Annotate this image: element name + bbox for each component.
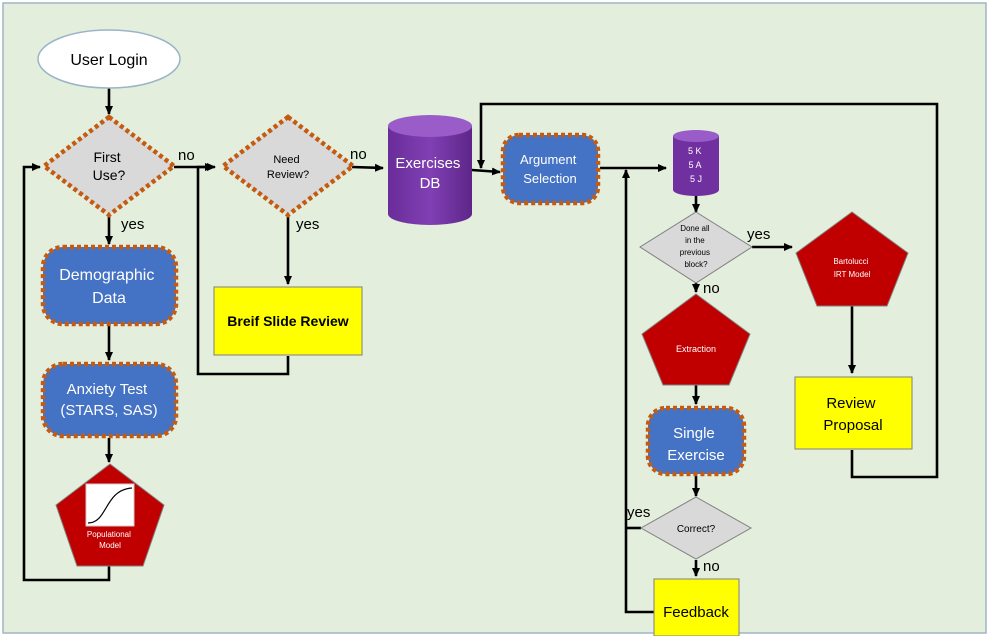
- feedback-label: Feedback: [663, 604, 729, 621]
- single-exercise-label: Single Exercise: [667, 425, 725, 464]
- label-first-use-yes: yes: [121, 216, 144, 233]
- node-single-exercise[interactable]: Single Exercise: [645, 405, 747, 477]
- label-done-all-no: no: [703, 280, 720, 297]
- node-skills-db[interactable]: 5 K 5 A 5 J: [673, 130, 719, 196]
- edge-brief-loop: [196, 163, 290, 376]
- edge-need-review-no: [351, 163, 384, 172]
- node-user-login[interactable]: User Login: [37, 29, 181, 89]
- node-done-all[interactable]: Done all in the previous block?: [639, 211, 753, 284]
- node-feedback[interactable]: Feedback: [653, 578, 740, 637]
- correct-label: Correct?: [677, 524, 716, 535]
- node-populational-model[interactable]: Populational Model: [55, 463, 165, 567]
- node-anxiety-test[interactable]: Anxiety Test (STARS, SAS): [40, 361, 179, 439]
- label-first-use-no: no: [178, 147, 195, 164]
- bartolucci-irt-label: Bartolucci IRT Model: [833, 257, 870, 279]
- edge-feedback-loop: [622, 169, 654, 614]
- need-review-label: Need Review?: [267, 154, 309, 181]
- populational-model-label: Populational Model: [87, 530, 133, 550]
- label-correct-no: no: [703, 558, 720, 575]
- first-use-label: First Use?: [93, 149, 126, 183]
- node-argument-selection[interactable]: Argument Selection: [500, 132, 601, 206]
- label-need-review-no: no: [350, 146, 367, 163]
- ogive-chart-icon: [85, 483, 135, 527]
- node-extraction[interactable]: Extraction: [641, 293, 751, 386]
- edge-model-loop: [22, 163, 111, 582]
- anxiety-test-label: Anxiety Test (STARS, SAS): [60, 381, 157, 419]
- node-first-use[interactable]: First Use?: [40, 114, 178, 218]
- node-need-review[interactable]: Need Review?: [219, 114, 357, 218]
- done-all-label: Done all in the previous block?: [680, 224, 712, 269]
- edge-proposal-loop: [477, 102, 939, 479]
- node-demographic-data[interactable]: Demographic Data: [40, 244, 179, 327]
- node-correct[interactable]: Correct?: [639, 496, 753, 560]
- edges: [22, 88, 939, 614]
- user-login-label: User Login: [70, 52, 147, 69]
- node-exercises-db[interactable]: Exercises DB: [388, 115, 472, 225]
- label-correct-yes: yes: [627, 504, 650, 521]
- extraction-label: Extraction: [676, 344, 716, 354]
- skills-db-label: 5 K 5 A 5 J: [688, 146, 704, 184]
- label-done-all-yes: yes: [747, 226, 770, 243]
- exercises-db-label: Exercises DB: [395, 155, 464, 192]
- argument-selection-label: Argument Selection: [520, 152, 580, 186]
- review-proposal-label: Review Proposal: [823, 395, 882, 434]
- label-need-review-yes: yes: [296, 216, 319, 233]
- node-bartolucci-irt[interactable]: Bartolucci IRT Model: [795, 211, 909, 307]
- edge-db-to-argument: [471, 167, 501, 176]
- demographic-data-label: Demographic Data: [59, 267, 159, 307]
- brief-slide-review-label: Breif Slide Review: [227, 313, 348, 329]
- node-review-proposal[interactable]: Review Proposal: [794, 376, 913, 450]
- node-brief-slide-review[interactable]: Breif Slide Review: [213, 286, 363, 356]
